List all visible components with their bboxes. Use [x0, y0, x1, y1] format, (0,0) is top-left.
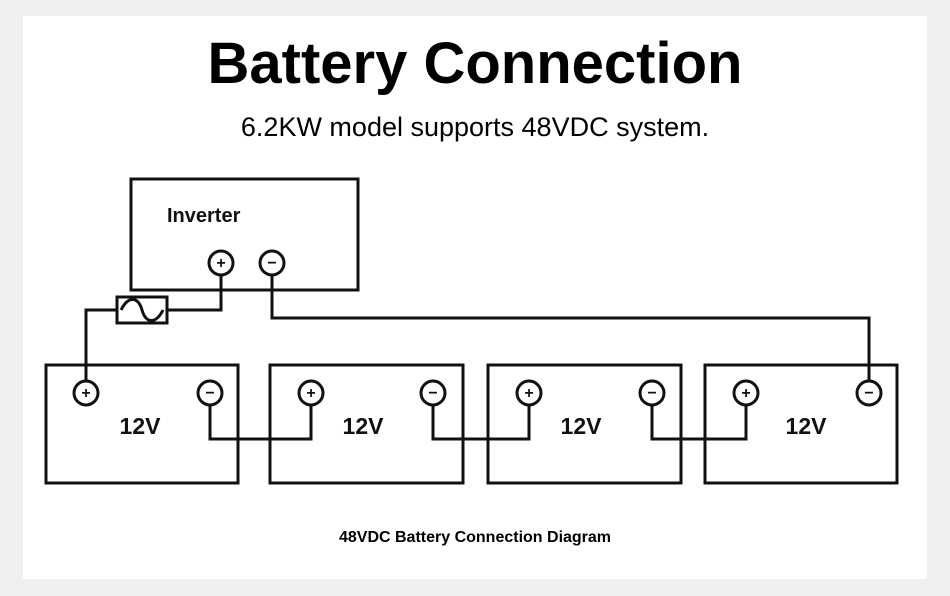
wire-inverter-positive-to-fuse	[167, 276, 223, 312]
wire-inverter-negative-to-battery4-negative	[270, 276, 871, 381]
inverter-positive-symbol: +	[216, 255, 225, 272]
content-card	[23, 16, 927, 579]
wire-battery1-negative-to-battery2-positive	[208, 406, 313, 441]
inverter-box	[129, 177, 360, 292]
battery-1-negative-symbol: −	[205, 385, 214, 402]
wire-battery2-negative-to-battery3-positive	[431, 406, 531, 441]
wire-battery3-negative-to-battery4-positive	[650, 406, 748, 441]
wire-fuse-to-battery1-positive	[84, 308, 117, 381]
battery-4-negative-symbol: −	[864, 385, 873, 402]
battery-4-voltage-label: 12V	[786, 413, 828, 439]
battery-4-positive-terminal-icon	[732, 379, 760, 407]
battery-3-positive-symbol: +	[524, 385, 533, 402]
battery-2-voltage-label: 12V	[343, 413, 385, 439]
battery-1-positive-terminal-icon	[72, 379, 100, 407]
inverter-positive-terminal-icon	[207, 249, 235, 277]
battery-2-negative-terminal-icon	[419, 379, 447, 407]
page-title: Battery Connection	[207, 31, 743, 96]
battery-4-negative-terminal-icon	[855, 379, 883, 407]
battery-3-voltage-label: 12V	[561, 413, 603, 439]
battery-1-negative-terminal-icon	[196, 379, 224, 407]
battery-4-box	[703, 363, 899, 485]
battery-1-positive-symbol: +	[81, 385, 90, 402]
inverter-negative-symbol: −	[267, 255, 276, 272]
battery-2-positive-symbol: +	[306, 385, 315, 402]
battery-3-box	[486, 363, 683, 485]
fuse-wave-icon	[119, 298, 165, 322]
battery-3-positive-terminal-icon	[515, 379, 543, 407]
battery-4-positive-symbol: +	[741, 385, 750, 402]
inverter-label: Inverter	[167, 205, 241, 227]
battery-3-negative-terminal-icon	[638, 379, 666, 407]
battery-2-box	[268, 363, 465, 485]
battery-1-voltage-label: 12V	[120, 413, 162, 439]
inverter-negative-terminal-icon	[258, 249, 286, 277]
battery-1-box	[44, 363, 240, 485]
diagram-caption: 48VDC Battery Connection Diagram	[338, 529, 612, 546]
battery-2-positive-terminal-icon	[297, 379, 325, 407]
page-subtitle: 6.2KW model supports 48VDC system.	[240, 112, 710, 142]
battery-3-negative-symbol: −	[647, 385, 656, 402]
battery-2-negative-symbol: −	[428, 385, 437, 402]
